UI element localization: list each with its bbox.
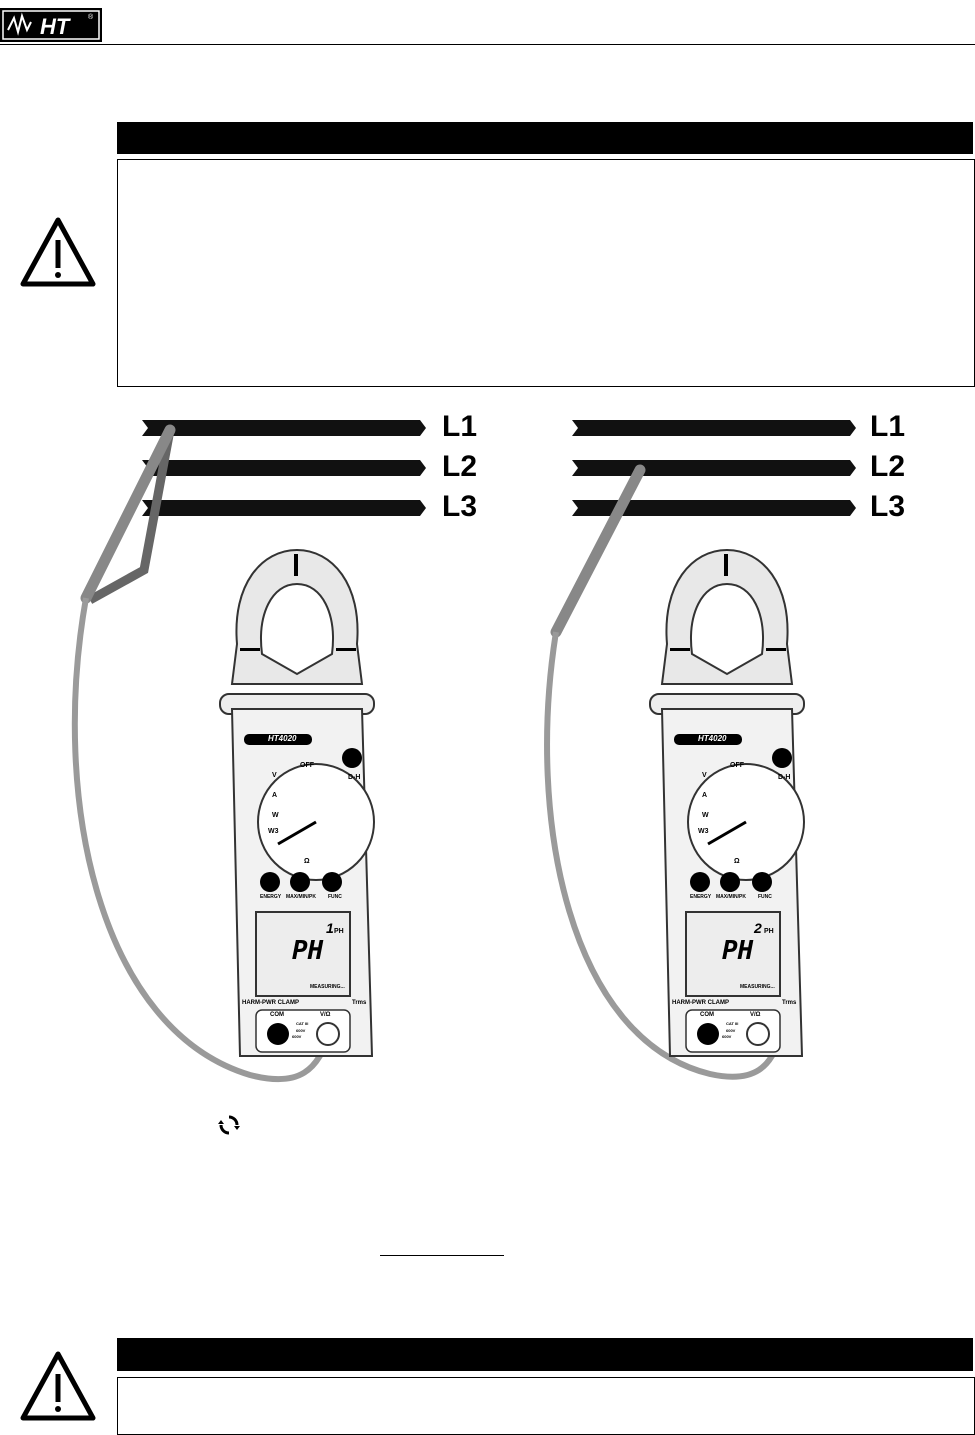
dial-off-label: OFF bbox=[730, 762, 744, 769]
phase-label-l1: L1 bbox=[442, 410, 478, 443]
vohm-label: V/Ω bbox=[320, 1012, 331, 1018]
phase-label-l1-right: L1 bbox=[870, 410, 906, 443]
clamp-meter-left: HT4020 D-H OFF V A W W3 Ω ENERGY MAX/MIN… bbox=[212, 544, 382, 1064]
trms-label: Trms bbox=[352, 1000, 367, 1006]
logo-text: HT bbox=[40, 14, 71, 39]
dh-label: D-H bbox=[348, 774, 361, 781]
model-label: HT4020 bbox=[698, 734, 727, 743]
dial-w3-label: W3 bbox=[698, 828, 709, 835]
brand-label: HARM-PWR CLAMP bbox=[242, 1000, 299, 1006]
cat-label: CAT III bbox=[726, 1021, 739, 1026]
warning-header-bar bbox=[117, 122, 973, 154]
energy-button-label: ENERGY bbox=[690, 894, 712, 900]
ht-logo: HT ® bbox=[0, 8, 102, 42]
lcd-unit: PH bbox=[764, 928, 774, 935]
warning-triangle-icon bbox=[20, 217, 96, 287]
maxmin-button-label: MAX/MIN/PK bbox=[286, 894, 316, 900]
dial-a-label: A bbox=[702, 792, 708, 799]
com-label: COM bbox=[270, 1012, 284, 1018]
test-lead-left bbox=[71, 424, 333, 1083]
phase-label-l2-right: L2 bbox=[870, 450, 906, 483]
dial-ohm-label: Ω bbox=[304, 858, 310, 865]
lcd-status: MEASURING... bbox=[740, 984, 775, 990]
com-label: COM bbox=[700, 1012, 714, 1018]
dh-label: D-H bbox=[778, 774, 791, 781]
maxmin-button-label: MAX/MIN/PK bbox=[716, 894, 746, 900]
phase-conductors-left bbox=[142, 420, 426, 516]
lcd-digit: 2 bbox=[754, 920, 762, 936]
dial-v-label: V bbox=[272, 772, 277, 779]
cycle-arrows-icon bbox=[218, 1115, 240, 1135]
dial-v-label: V bbox=[702, 772, 707, 779]
rating-label-1: 600V bbox=[296, 1028, 306, 1033]
warning-box-bottom bbox=[117, 1377, 975, 1435]
warning-header-bar-bottom bbox=[117, 1338, 973, 1371]
rating-label-2: 600V bbox=[292, 1034, 302, 1039]
cat-label: CAT III bbox=[296, 1021, 309, 1026]
phase-label-l2: L2 bbox=[442, 450, 478, 483]
lcd-status: MEASURING... bbox=[310, 984, 345, 990]
model-label: HT4020 bbox=[268, 734, 297, 743]
energy-button-label: ENERGY bbox=[260, 894, 282, 900]
rating-label-2: 600V bbox=[722, 1034, 732, 1039]
phase-conductors-right bbox=[572, 420, 856, 516]
dial-w-label: W bbox=[702, 812, 709, 819]
underline-mark bbox=[380, 1255, 504, 1256]
svg-text:®: ® bbox=[88, 13, 94, 21]
lcd-main: PH bbox=[722, 936, 754, 966]
test-lead-right bbox=[544, 464, 783, 1080]
phase-label-l3: L3 bbox=[442, 490, 478, 523]
lcd-main: PH bbox=[292, 936, 324, 966]
dial-w3-label: W3 bbox=[268, 828, 279, 835]
header-divider bbox=[0, 44, 975, 45]
warning-triangle-icon-bottom bbox=[20, 1351, 96, 1421]
dial-a-label: A bbox=[272, 792, 278, 799]
clamp-meter-body bbox=[219, 548, 375, 1057]
dial-off-label: OFF bbox=[300, 762, 314, 769]
lcd-digit: 1 bbox=[326, 920, 334, 936]
clamp-meter-body bbox=[649, 548, 805, 1057]
dial-ohm-label: Ω bbox=[734, 858, 740, 865]
lcd-unit: PH bbox=[334, 928, 344, 935]
brand-label: HARM-PWR CLAMP bbox=[672, 1000, 729, 1006]
clamp-meter-right: HT4020 D-H OFF V A W W3 Ω ENERGY MAX/MIN… bbox=[642, 544, 812, 1064]
func-button-label: FUNC bbox=[328, 894, 342, 900]
rating-label-1: 600V bbox=[726, 1028, 736, 1033]
warning-box bbox=[117, 159, 975, 387]
phase-label-l3-right: L3 bbox=[870, 490, 906, 523]
func-button-label: FUNC bbox=[758, 894, 772, 900]
dial-w-label: W bbox=[272, 812, 279, 819]
vohm-label: V/Ω bbox=[750, 1012, 761, 1018]
trms-label: Trms bbox=[782, 1000, 797, 1006]
